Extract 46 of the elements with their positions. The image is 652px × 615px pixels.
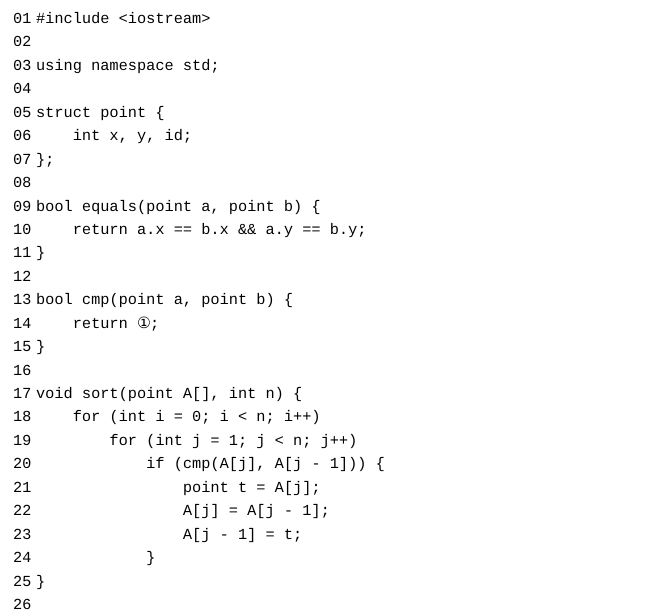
line-number: 08 — [13, 174, 32, 192]
code-line: } — [36, 244, 46, 262]
line-number: 12 — [13, 268, 32, 286]
line-number: 09 — [13, 198, 32, 216]
line-number: 01 — [13, 10, 32, 28]
code-line: } — [36, 572, 46, 591]
code-line: A[j - 1] = t; — [182, 526, 302, 544]
line-number: 15 — [13, 338, 32, 356]
line-number: 21 — [13, 478, 32, 497]
code-line: int x, y, id; — [72, 127, 192, 146]
code-line: return ①; — [72, 314, 160, 333]
line-number: 25 — [13, 572, 32, 591]
code-line: }; — [36, 150, 54, 169]
code-line: void sort(point A[], int n) { — [36, 385, 302, 404]
code-line: return a.x == b.x && a.y == b.y; — [72, 220, 366, 239]
line-number: 05 — [13, 104, 32, 122]
code-line: using namespace std; — [36, 56, 220, 75]
line-number: 18 — [13, 408, 32, 426]
line-number: 02 — [13, 33, 32, 52]
line-number: 13 — [13, 291, 32, 310]
line-number: 14 — [13, 314, 32, 333]
line-number: 06 — [13, 127, 32, 146]
code-line: } — [145, 549, 156, 568]
line-number: 03 — [13, 56, 32, 75]
line-number: 23 — [13, 526, 32, 544]
code-line: struct point { — [36, 104, 165, 122]
code-line: point t = A[j]; — [182, 478, 321, 497]
code-line: #include <iostream> — [36, 10, 210, 28]
line-number: 20 — [13, 455, 32, 474]
line-number: 26 — [13, 596, 32, 614]
line-number: 16 — [13, 362, 32, 380]
code-line: bool equals(point a, point b) { — [36, 198, 321, 216]
code-line: A[j] = A[j - 1]; — [182, 502, 330, 520]
code-line: } — [36, 338, 46, 356]
line-number: 04 — [13, 80, 32, 98]
line-number: 10 — [13, 220, 32, 239]
line-number: 11 — [13, 244, 32, 262]
line-number: 19 — [13, 432, 32, 450]
code-line: for (int j = 1; j < n; j++) — [108, 432, 358, 450]
code-line: bool cmp(point a, point b) { — [36, 291, 294, 310]
line-number: 24 — [13, 549, 32, 568]
code-line: if (cmp(A[j], A[j - 1])) { — [145, 455, 385, 474]
line-number: 17 — [13, 385, 32, 404]
line-number: 22 — [13, 502, 32, 520]
code-line: for (int i = 0; i < n; i++) — [72, 408, 321, 426]
line-number: 07 — [13, 150, 32, 169]
